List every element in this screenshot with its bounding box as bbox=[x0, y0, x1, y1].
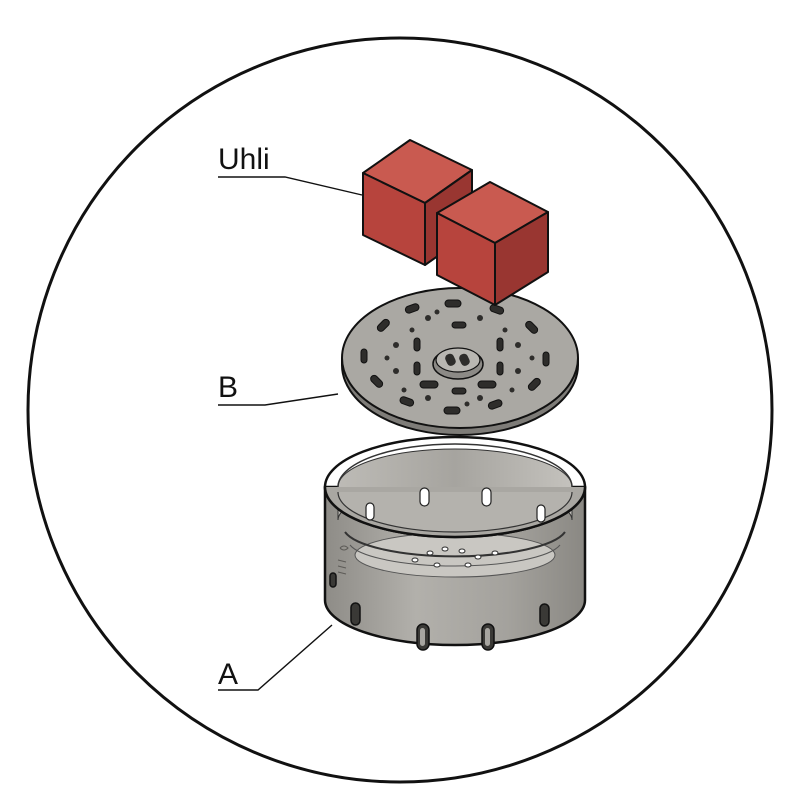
label-uhli: Uhli bbox=[218, 143, 270, 176]
leader-lines bbox=[218, 176, 363, 691]
coal-cubes bbox=[362, 139, 549, 306]
part-a-base bbox=[323, 435, 587, 651]
frame-circle bbox=[26, 36, 774, 784]
leader-line-b bbox=[218, 393, 339, 406]
label-a: A bbox=[218, 658, 239, 691]
part-b-grate bbox=[341, 287, 579, 436]
leader-line-uhli bbox=[218, 176, 363, 196]
leader-line-a bbox=[218, 624, 333, 691]
label-b: B bbox=[218, 371, 239, 404]
